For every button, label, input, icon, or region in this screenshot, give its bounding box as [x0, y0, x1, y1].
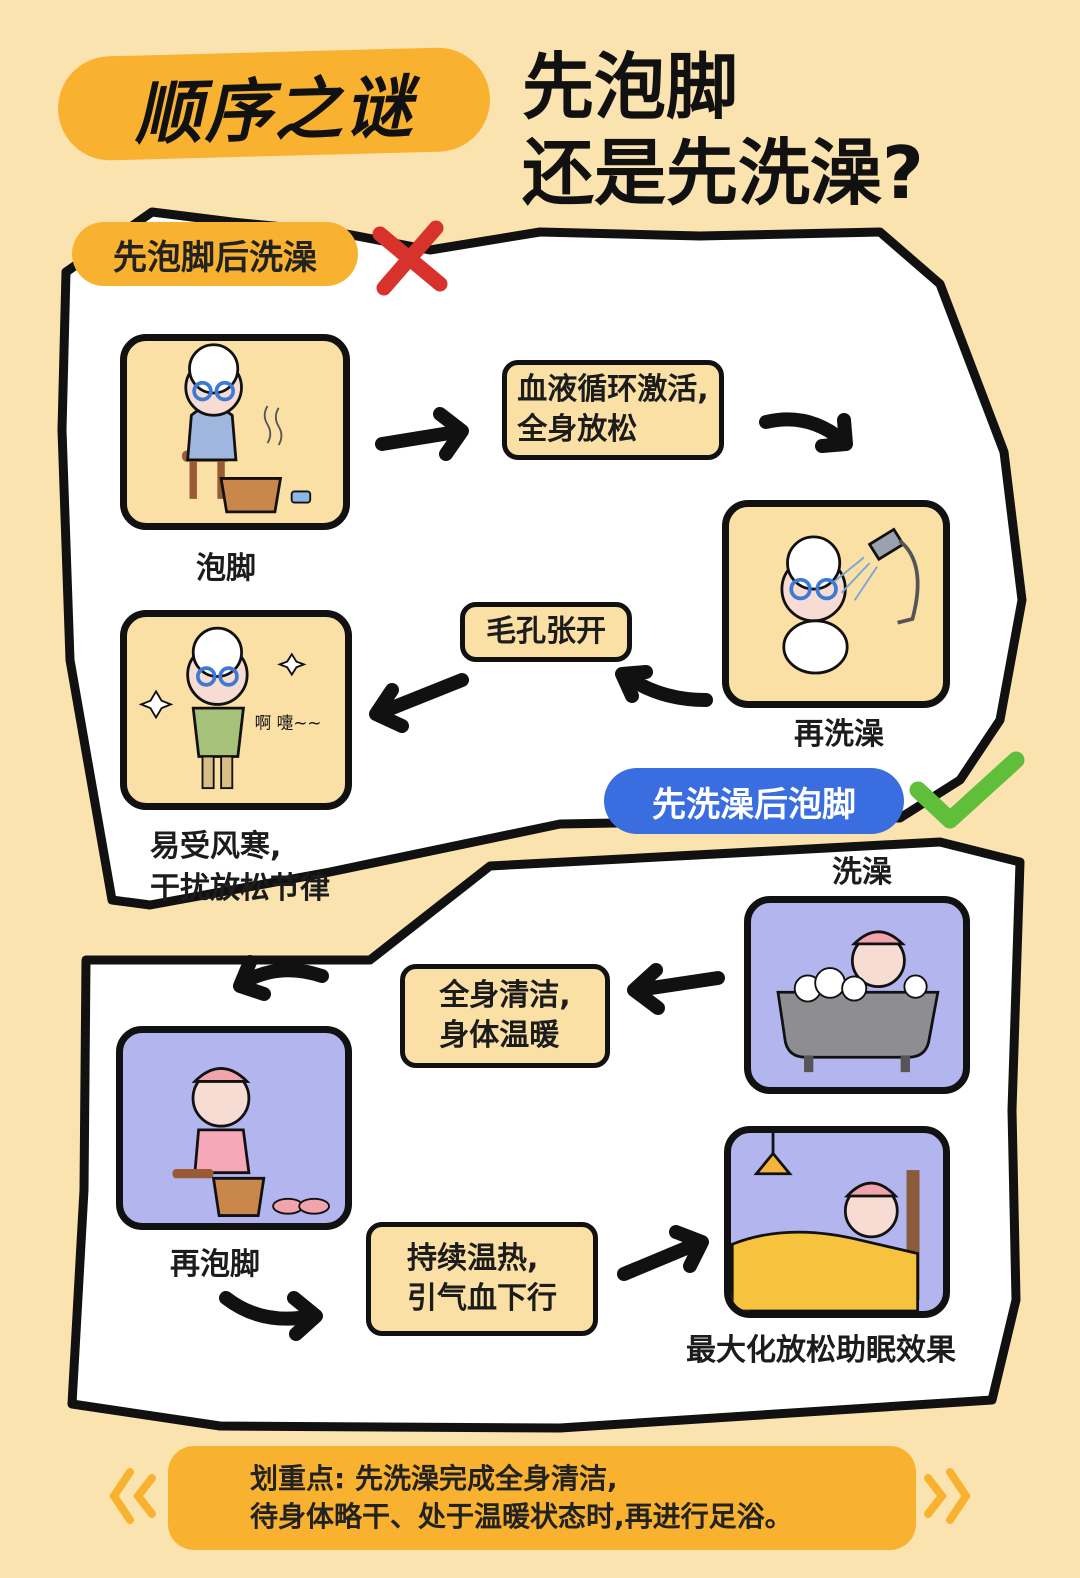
box-keep-warm-line1: 持续温热, — [407, 1241, 539, 1276]
arrow-icon — [627, 963, 725, 1015]
box-pores-open-text: 毛孔张开 — [486, 614, 606, 649]
arrow-icon — [233, 955, 329, 1001]
label-catch-cold-line1: 易受风寒, — [150, 829, 282, 864]
section-tag-wrong: 先泡脚后洗澡 — [72, 222, 358, 286]
box-clean-warm-line1: 全身清洁, — [439, 978, 571, 1013]
summary-decor — [109, 1468, 971, 1524]
arrow-icon — [219, 1291, 323, 1341]
lamp-icon — [753, 1133, 793, 1176]
box-pores-open: 毛孔张开 — [460, 602, 632, 662]
label-shower-again: 再洗澡 — [794, 717, 884, 752]
box-clean-warm: 全身清洁, 身体温暖 — [400, 964, 610, 1068]
label-catch-cold-line2: 干扰放松节律 — [150, 871, 330, 906]
summary-note: 划重点: 先洗澡完成全身清洁, 待身体略干、处于温暖状态时,再进行足浴。 — [168, 1446, 916, 1550]
label-bath: 洗澡 — [832, 855, 892, 890]
cross-icon — [372, 220, 448, 296]
label-soak-feet: 泡脚 — [196, 551, 256, 586]
panel-soak-feet-again — [116, 1026, 352, 1230]
label-catch-cold: 易受风寒, 干扰放松节律 — [150, 826, 330, 910]
box-keep-warm: 持续温热, 引气血下行 — [366, 1222, 598, 1336]
panel-soak-feet — [120, 334, 350, 530]
bathtub-icon — [776, 990, 940, 1073]
panel-sleep — [724, 1126, 950, 1318]
summary-line1: 划重点: 先洗澡完成全身清洁, — [250, 1462, 618, 1495]
label-soak-feet-again: 再泡脚 — [170, 1247, 260, 1282]
box-circulation-line1: 血液循环激活, — [517, 372, 709, 407]
arrow-icon — [759, 412, 853, 453]
shower-head-icon — [867, 527, 906, 562]
title-line-1: 先泡脚 — [522, 45, 739, 129]
panel-sneeze: 啊 嚏~~ — [120, 610, 352, 810]
panel-shower — [722, 500, 950, 708]
summary-line2: 待身体略干、处于温暖状态时,再进行足浴。 — [250, 1500, 793, 1533]
title-badge-text: 顺序之谜 — [133, 67, 416, 155]
box-circulation-line2: 全身放松 — [517, 412, 638, 447]
section-tag-right: 先洗澡后泡脚 — [604, 768, 904, 834]
box-keep-warm-line2: 引气血下行 — [407, 1281, 557, 1316]
title-line-2: 还是先洗澡? — [522, 131, 924, 215]
sneeze-text: 啊 嚏~~ — [255, 713, 322, 733]
page-title: 先泡脚 还是先洗澡? — [522, 44, 924, 216]
arrow-icon — [375, 407, 469, 461]
check-icon — [909, 751, 1025, 829]
box-circulation: 血液循环激活, 全身放松 — [502, 360, 724, 460]
arrow-icon — [369, 673, 469, 733]
arrow-icon — [615, 665, 713, 707]
panel-bathtub — [744, 896, 970, 1094]
box-clean-warm-line2: 身体温暖 — [439, 1018, 560, 1053]
arrow-icon — [617, 1225, 709, 1281]
title-badge: 顺序之谜 — [56, 46, 492, 162]
label-best-sleep: 最大化放松助眠效果 — [686, 1333, 956, 1368]
